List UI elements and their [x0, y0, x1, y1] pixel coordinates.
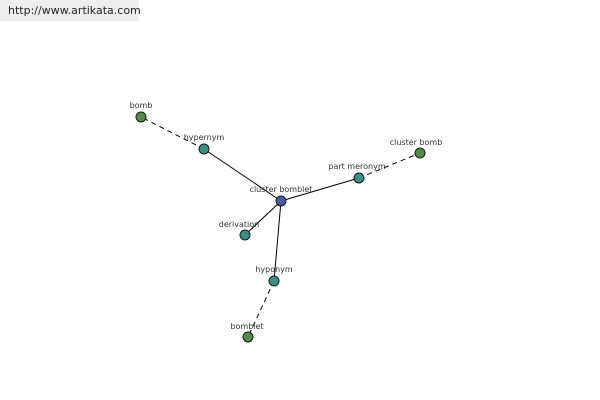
site-url-link[interactable]: http://www.artikata.com [0, 0, 141, 21]
node-bomblet-label: bomblet [230, 322, 263, 331]
edge-center-to-part-meronym [280, 177, 360, 202]
node-bomblet-dot[interactable] [242, 331, 254, 343]
node-bomblet[interactable]: bomblet [230, 322, 264, 343]
nodes-layer: cluster bomblet hypernym part meronym deriv… [130, 101, 443, 343]
node-center[interactable]: cluster bomblet [250, 185, 313, 207]
node-bomb-dot[interactable] [135, 111, 147, 123]
node-cluster-bomb-label: cluster bomb [390, 138, 443, 147]
node-hypernym-label: hypernym [184, 133, 225, 142]
node-center-label: cluster bomblet [250, 185, 313, 194]
node-part-meronym-label: part meronym [328, 162, 385, 171]
node-bomb[interactable]: bomb [130, 101, 153, 123]
node-part-meronym-dot[interactable] [353, 172, 365, 184]
edge-center-to-derivation [244, 200, 282, 236]
edge-hyponym-to-bomblet [247, 280, 275, 338]
edge-center-to-hypernym [203, 148, 282, 202]
node-cluster-bomb[interactable]: cluster bomb [390, 138, 443, 159]
node-hypernym-dot[interactable] [198, 143, 210, 155]
node-bomb-label: bomb [130, 101, 153, 110]
node-part-meronym[interactable]: part meronym [328, 162, 386, 184]
edge-hypernym-to-bomb [140, 116, 205, 150]
node-cluster-bomb-dot[interactable] [414, 147, 426, 159]
node-center-dot[interactable] [275, 195, 287, 207]
node-derivation-dot[interactable] [239, 229, 251, 241]
node-hyponym[interactable]: hyponym [255, 265, 293, 287]
edge-center-to-hyponym [273, 200, 282, 282]
node-derivation-label: derivation [219, 220, 259, 229]
edges-layer [140, 116, 421, 338]
node-hypernym[interactable]: hypernym [184, 133, 225, 155]
node-derivation[interactable]: derivation [219, 220, 259, 241]
node-hyponym-dot[interactable] [268, 275, 280, 287]
node-hyponym-label: hyponym [255, 265, 293, 274]
edge-part-meronym-to-cluster-bomb [358, 152, 421, 179]
